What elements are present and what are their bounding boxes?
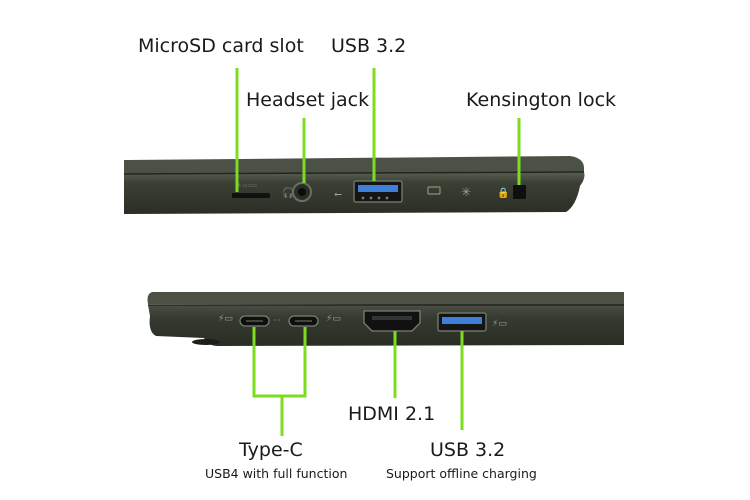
label-usb-top: USB 3.2 [331,35,406,57]
laptop-left-side: Ⓜ ▭▭▭ 🎧 ⭠ ✳ 🔒 [123,156,585,214]
usb-a-port-top: ⭠ [334,180,403,203]
svg-text:⚡▭: ⚡▭ [218,314,233,324]
svg-text:🎧: 🎧 [282,186,294,199]
power-led-icon: ✳ [461,185,471,199]
type-c-port-2: ⚡▭ [288,314,341,327]
top-leaders [235,68,521,192]
label-type-c-note: USB4 with full function [205,466,347,481]
bottom-leaders [252,327,464,436]
rubber-foot [192,339,220,345]
lock-icon: 🔒 [497,187,509,199]
type-c-separator: ··· [273,316,281,325]
label-kensington: Kensington lock [466,89,616,111]
svg-text:⭠: ⭠ [334,189,342,200]
microsd-slot [232,193,270,198]
svg-text:⚡▭: ⚡▭ [492,319,507,329]
laptop-right-side: ⚡▭ ··· ⚡▭ ⚡▭ [147,292,624,346]
hdmi-port [363,310,421,332]
label-headset: Headset jack [246,89,369,111]
lid-edge [124,156,584,174]
type-c-port-1: ⚡▭ [218,314,270,327]
label-usb-bottom: USB 3.2 [430,439,505,461]
label-usb-bottom-note: Support offline charging [386,466,537,481]
usb-a-port-bottom: ⚡▭ [437,312,507,332]
headset-jack: 🎧 [282,182,312,202]
label-hdmi: HDMI 2.1 [348,403,435,425]
lid-edge-right [147,292,624,305]
microsd-slot-marking: Ⓜ ▭▭▭ [236,182,257,189]
battery-led-icon [427,186,441,195]
svg-text:⚡▭: ⚡▭ [326,314,341,324]
label-microsd: MicroSD card slot [138,35,304,57]
label-type-c: Type-C [238,439,303,461]
kensington-slot [513,185,526,199]
